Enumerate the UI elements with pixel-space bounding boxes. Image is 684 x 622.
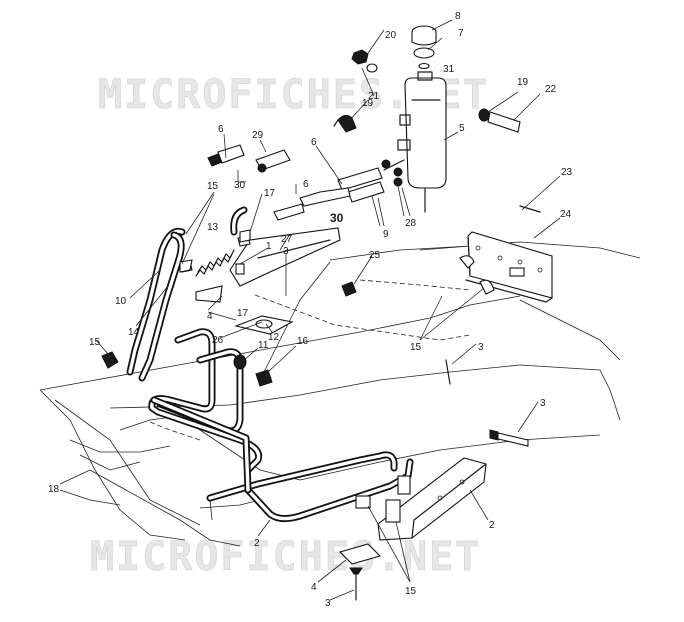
callout-5: 5: [459, 123, 465, 134]
callout-31: 31: [443, 64, 455, 75]
coolant-bottle: [397, 71, 447, 213]
callout-1: 1: [266, 241, 272, 252]
leader-lines: [59, 19, 561, 601]
bracket-24: [459, 205, 553, 303]
callout-labels: 8 7 20 31 19 19 22 21 5 6 29 6 6 30 30 2…: [48, 11, 573, 609]
callout-15-mid: 15: [410, 342, 422, 353]
callout-15-bottom: 15: [405, 586, 417, 597]
callout-24: 24: [560, 209, 572, 220]
callout-3-mid: 3: [283, 246, 289, 257]
callout-30-top: 30: [234, 180, 246, 191]
callout-20: 20: [385, 30, 397, 41]
bolt-22: [478, 108, 521, 133]
callout-6-top: 6: [218, 124, 224, 135]
callout-8: 8: [455, 11, 461, 22]
callout-17-mid: 17: [237, 308, 249, 319]
bottle-cap: [411, 25, 437, 70]
callout-28: 28: [405, 218, 417, 229]
callout-17-top: 17: [264, 188, 276, 199]
callout-19-left: 19: [362, 98, 374, 109]
callout-9: 9: [383, 229, 389, 240]
callout-2-bottom: 2: [254, 538, 260, 549]
hose-clamps: [101, 229, 357, 387]
callout-3-midright: 3: [478, 342, 484, 353]
callout-15-top: 15: [207, 181, 219, 192]
callout-15-left: 15: [89, 337, 101, 348]
plate-4-bottom: [338, 543, 382, 601]
callout-10: 10: [115, 296, 127, 307]
callout-18: 18: [48, 484, 60, 495]
callout-12: 12: [268, 332, 280, 343]
callout-16: 16: [297, 336, 309, 347]
spring-13: [195, 249, 235, 277]
bolt-3-right: [445, 359, 529, 447]
callout-26: 26: [212, 335, 224, 346]
callout-14: 14: [128, 327, 140, 338]
watermark-bottom: MICROFICHES.NET: [90, 534, 481, 580]
clamp-21: [333, 114, 357, 133]
callout-25: 25: [369, 250, 381, 261]
callout-29: 29: [252, 130, 264, 141]
callout-3-right: 3: [540, 398, 546, 409]
callout-4-mid: 4: [207, 311, 213, 322]
callout-13: 13: [207, 222, 219, 233]
plate-12: [195, 285, 294, 335]
callout-4-bottom: 4: [311, 582, 317, 593]
callout-7: 7: [458, 28, 464, 39]
upper-hoses: [207, 144, 405, 221]
callout-6-mid: 6: [311, 137, 317, 148]
bracket-2: [355, 457, 487, 541]
callout-11: 11: [258, 340, 269, 351]
callout-22: 22: [545, 84, 557, 95]
callout-27: 27: [281, 234, 293, 245]
callout-3-bottom: 3: [325, 598, 331, 609]
callout-19-right: 19: [517, 77, 529, 88]
callout-30-bold: 30: [330, 211, 344, 225]
callout-23: 23: [561, 167, 573, 178]
callout-6-low: 6: [303, 179, 309, 190]
nut-20: [351, 49, 378, 73]
callout-21: 21: [368, 91, 380, 102]
callout-2-right: 2: [489, 520, 495, 531]
